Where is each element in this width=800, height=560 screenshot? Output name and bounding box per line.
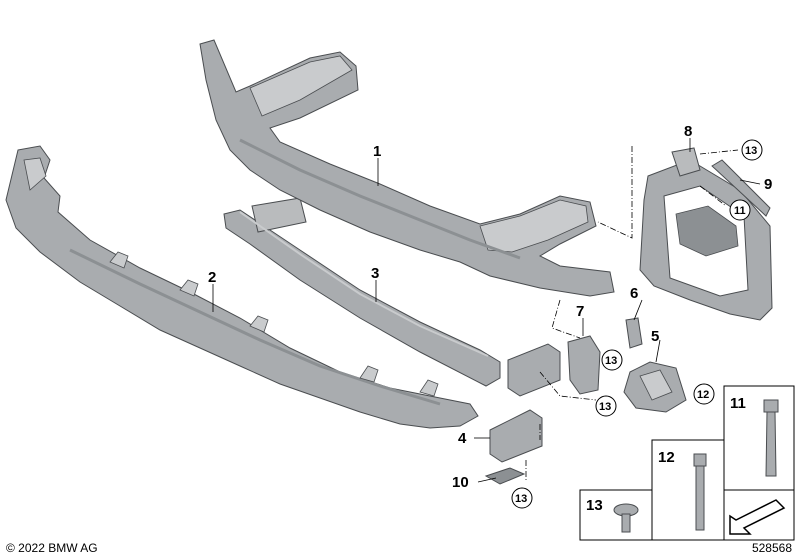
part-6-clip <box>625 317 643 349</box>
callout-11: 11 <box>729 199 751 221</box>
callout-12-text: 12 <box>697 389 709 401</box>
document-number: 528568 <box>751 541 792 555</box>
assembly-lines <box>525 146 739 480</box>
part-9-strut <box>711 159 771 217</box>
part-2-lower-carrier <box>5 145 479 429</box>
label-part-8: 8 <box>684 123 692 140</box>
part-10-plate <box>484 467 526 485</box>
fastener-box-12: 12 <box>651 439 725 541</box>
fastener-box-12-label: 12 <box>658 449 675 466</box>
label-part-9: 9 <box>764 176 772 193</box>
callout-13-bottom: 13 <box>511 487 533 509</box>
part-3-bumper-beam <box>223 197 501 387</box>
label-part-5: 5 <box>651 328 659 345</box>
callout-13-bottom-text: 13 <box>515 493 527 505</box>
label-part-10: 10 <box>452 474 469 491</box>
callout-13-top: 13 <box>741 139 763 161</box>
label-part-7: 7 <box>576 303 584 320</box>
callout-13-top-text: 13 <box>745 145 757 157</box>
label-part-4: 4 <box>458 430 467 447</box>
leader-lines <box>212 138 761 483</box>
fastener-box-arrow <box>723 489 795 541</box>
label-part-1: 1 <box>373 143 381 160</box>
fastener-box-11: 11 <box>723 385 795 491</box>
fastener-box-13: 13 <box>579 489 653 541</box>
callout-11-text: 11 <box>734 205 746 217</box>
callout-13-lower-text: 13 <box>599 401 611 413</box>
label-part-2: 2 <box>208 269 216 286</box>
copyright-text: © 2022 BMW AG <box>6 541 98 555</box>
part-1-front-carrier <box>199 39 615 297</box>
callout-13-lower: 13 <box>595 395 617 417</box>
label-part-6: 6 <box>630 285 638 302</box>
part-7-bracket <box>567 335 601 395</box>
part-deformation-element-upper <box>507 343 561 397</box>
callout-12: 12 <box>693 383 715 405</box>
part-8-radiator-frame <box>639 147 773 321</box>
arrow-icon <box>729 499 786 535</box>
part-5-holder <box>623 361 687 413</box>
callout-13-middle: 13 <box>601 349 623 371</box>
label-part-3: 3 <box>371 265 379 282</box>
fastener-box-13-label: 13 <box>586 497 603 514</box>
fastener-box-11-label: 11 <box>730 395 746 412</box>
callout-13-middle-text: 13 <box>605 355 617 367</box>
part-4-deformation-element <box>489 409 543 463</box>
